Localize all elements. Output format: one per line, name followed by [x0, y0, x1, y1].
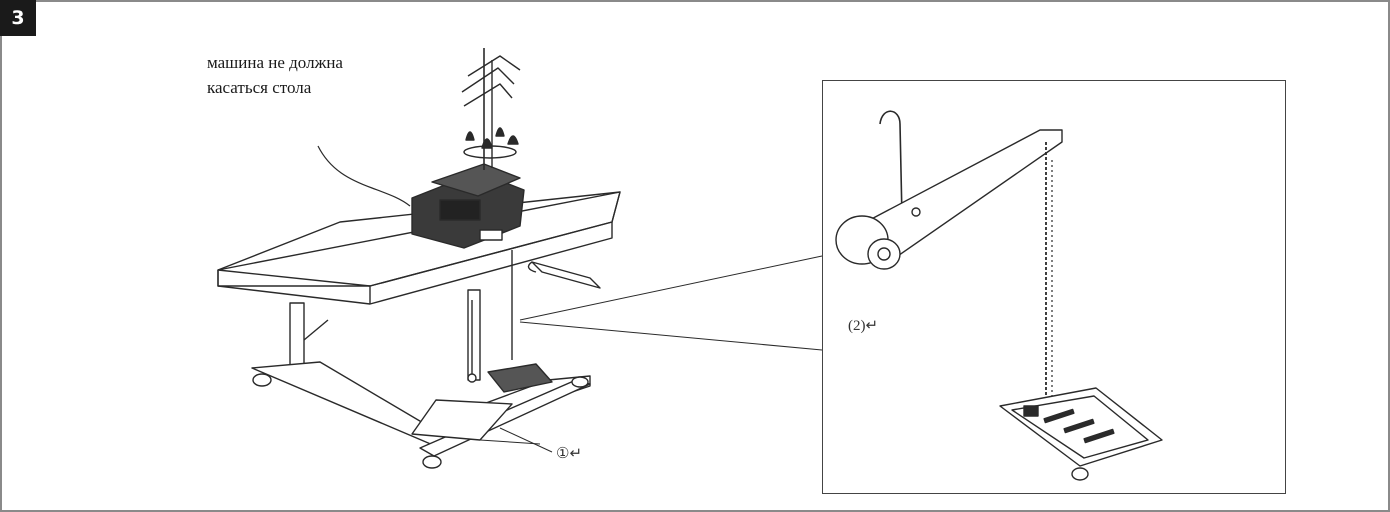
leader-line-bottom [519, 321, 823, 351]
callout-label-2: (2)↵ [848, 318, 878, 334]
caption-line-1: машина не должна [207, 53, 343, 72]
knee-lever [527, 261, 601, 289]
lift-pedal-plate [411, 399, 513, 441]
detail-hook-rod [879, 110, 903, 219]
detail-chain [1045, 142, 1053, 400]
power-cord [317, 145, 411, 207]
caption: машина не должна касаться стола [207, 50, 467, 100]
leader-line-top [519, 255, 823, 321]
detail-inset-frame [822, 80, 1286, 494]
thread-stand [461, 48, 521, 170]
detail-lever-arm [835, 129, 1063, 270]
overlock-machine [411, 163, 525, 249]
step-number-badge: 3 [0, 0, 36, 36]
detail-treadle [999, 387, 1163, 481]
treadle-pedal [487, 363, 553, 393]
caption-line-2: касаться стола [207, 78, 312, 97]
callout-label-1: ①↵ [556, 446, 582, 462]
